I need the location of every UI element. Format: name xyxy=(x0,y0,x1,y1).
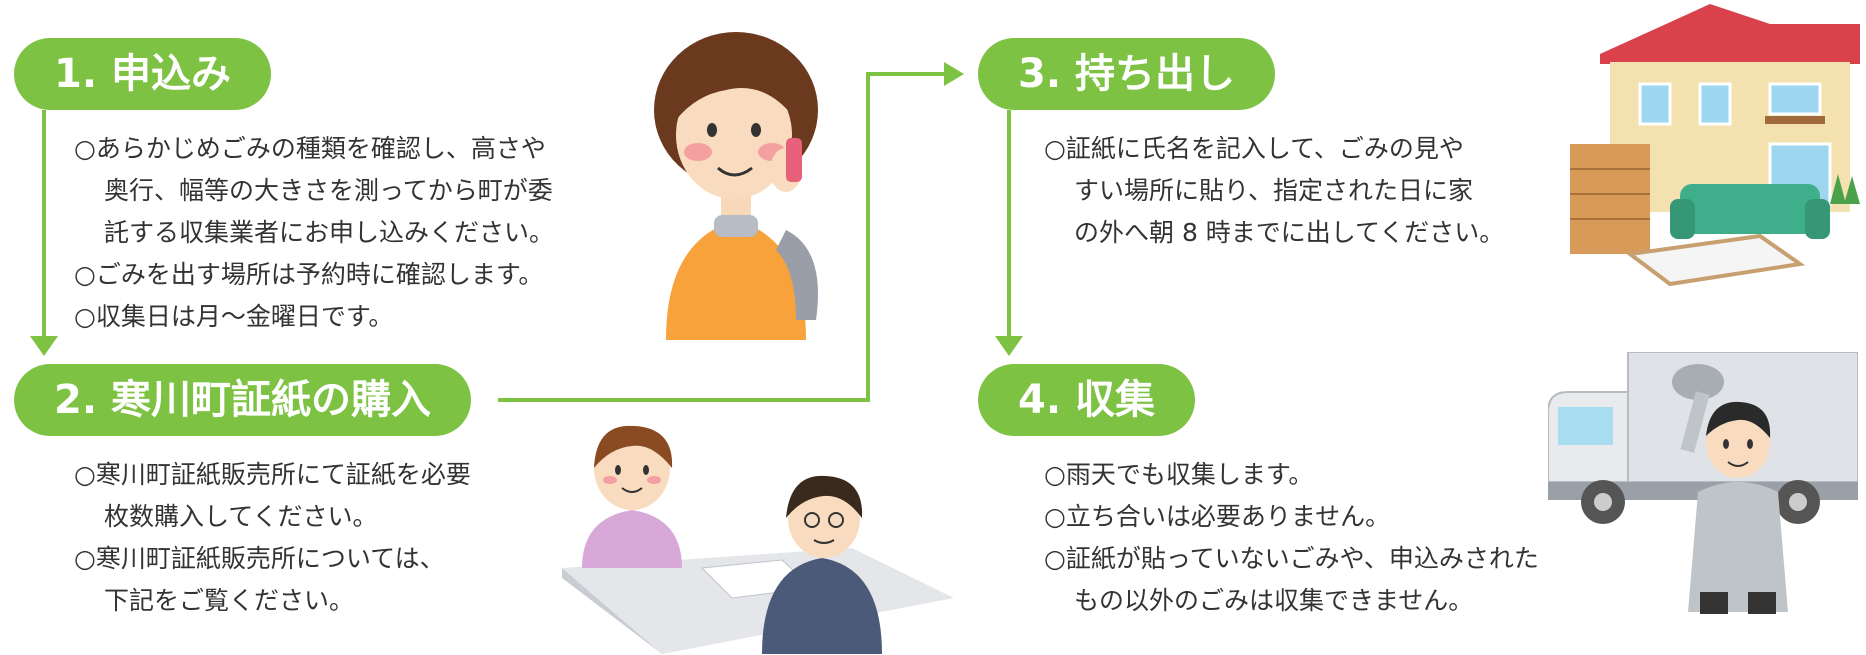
step-4-line: もの以外のごみは収集できません。 xyxy=(1074,586,1474,615)
truck-and-worker-illustration xyxy=(1548,352,1858,614)
step-3-line: ○証紙に氏名を記入して、ごみの見や xyxy=(1044,134,1464,163)
step-1-text: ○あらかじめごみの種類を確認し、高さや 奥行、幅等の大きさを測ってから町が委 託… xyxy=(74,128,554,338)
step-4-text: ○雨天でも収集します。 ○立ち合いは必要ありません。 ○証紙が貼っていないごみや… xyxy=(1044,454,1539,622)
step-2-line: ○寒川町証紙販売所については、 xyxy=(74,544,445,573)
step-2-line: 下記をご覧ください。 xyxy=(104,586,355,615)
step-3-line: すい場所に貼り、指定された日に家 xyxy=(1074,176,1474,205)
step-4-title: 4. 収集 xyxy=(978,364,1195,436)
house-with-furniture-illustration xyxy=(1570,4,1860,287)
arrow-right-2-3 xyxy=(944,62,964,86)
step-2-line: 枚数購入してください。 xyxy=(104,502,378,531)
step-4-line: ○証紙が貼っていないごみや、申込みされた xyxy=(1044,544,1539,573)
step-3-text: ○証紙に氏名を記入して、ごみの見や すい場所に貼り、指定された日に家 の外へ朝 … xyxy=(1044,128,1504,254)
step-2-title: 2. 寒川町証紙の購入 xyxy=(14,364,471,436)
step-1-line: ○ごみを出す場所は予約時に確認します。 xyxy=(74,260,544,289)
step-3-title: 3. 持ち出し xyxy=(978,38,1275,110)
step-4-line: ○雨天でも収集します。 xyxy=(1044,460,1314,489)
counter-purchase-illustration xyxy=(562,425,954,654)
arrow-down-1-2 xyxy=(30,336,58,356)
step-1-line: 託する収集業者にお申し込みください。 xyxy=(104,218,555,247)
step-1-line: 奥行、幅等の大きさを測ってから町が委 xyxy=(104,176,553,205)
step-2-line: ○寒川町証紙販売所にて証紙を必要 xyxy=(74,460,471,489)
step-1-line: ○収集日は月～金曜日です。 xyxy=(74,302,394,331)
step-2-text: ○寒川町証紙販売所にて証紙を必要 枚数購入してください。 ○寒川町証紙販売所につ… xyxy=(74,454,471,622)
step-1-title: 1. 申込み xyxy=(14,38,271,110)
step-3-line: の外へ朝 8 時までに出してください。 xyxy=(1074,218,1505,247)
step-4-line: ○立ち合いは必要ありません。 xyxy=(1044,502,1391,531)
step-1-line: ○あらかじめごみの種類を確認し、高さや xyxy=(74,134,546,163)
connector-2-3-line xyxy=(498,72,948,402)
arrow-down-3-4 xyxy=(995,336,1023,356)
woman-on-phone-illustration xyxy=(654,32,818,340)
